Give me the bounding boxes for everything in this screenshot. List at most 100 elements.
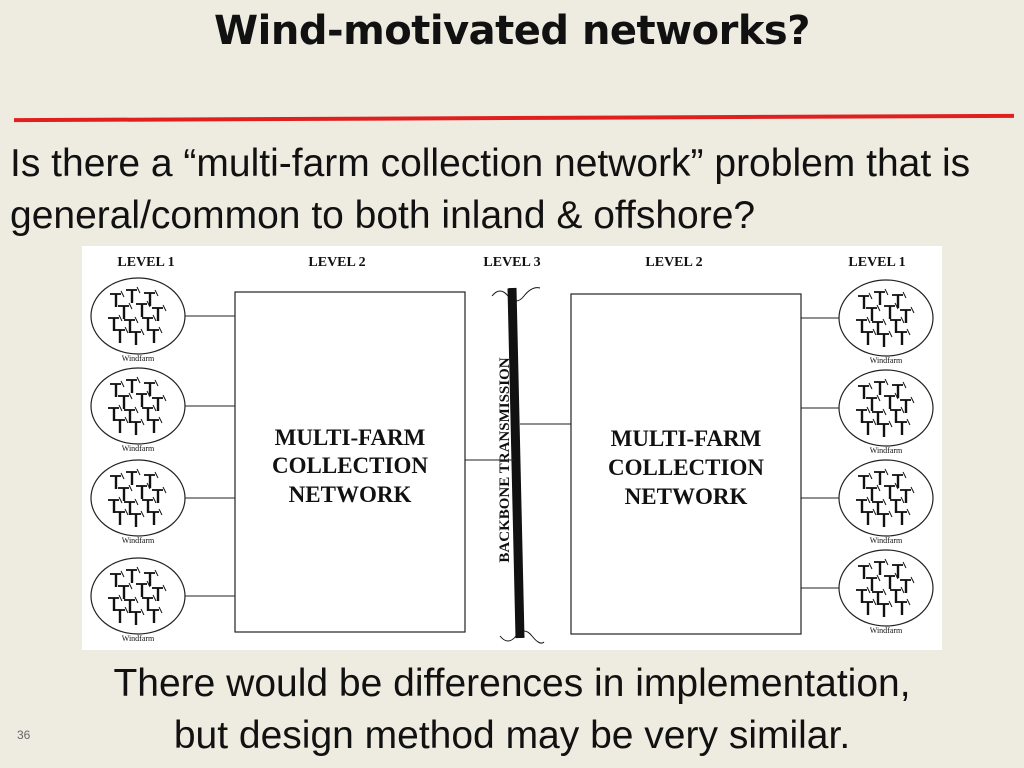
wind-turbine-icon [856,406,871,423]
wind-turbine-icon [118,484,133,501]
wind-turbine-icon [136,300,151,317]
wind-turbine-icon [144,471,159,488]
windfarm-circle [90,459,186,537]
conclusion-text: There would be differences in implementa… [0,658,1024,762]
wind-turbine-icon [110,472,125,489]
wind-turbine-icon [126,566,141,583]
wind-turbine-icon [866,574,881,591]
windfarm-label: Windfarm [870,626,903,635]
windfarm-circle [838,549,934,627]
wind-turbine-icon [862,508,877,525]
wind-turbine-icon [148,508,163,525]
wind-turbine-icon [892,381,907,398]
backbone-break-top [491,287,541,302]
wind-turbine-icon [124,316,139,333]
windfarm-label: Windfarm [122,634,155,643]
wind-turbine-icon [858,292,873,309]
wind-turbine-icon [874,558,889,575]
wind-turbine-icon [892,471,907,488]
wind-turbine-icon [878,600,893,617]
wind-turbine-icon [136,482,151,499]
level3-label: LEVEL 3 [483,255,540,270]
wind-turbine-icon [142,314,157,331]
left-collection-box [234,291,466,633]
wind-turbine-icon [878,420,893,437]
wind-turbine-icon [900,486,915,503]
wind-turbine-icon [892,291,907,308]
wind-turbine-icon [126,286,141,303]
wind-turbine-icon [862,598,877,615]
wind-turbine-icon [114,606,129,623]
wind-turbine-icon [878,330,893,347]
wind-turbine-icon [866,304,881,321]
wind-turbine-icon [152,584,167,601]
wind-turbine-icon [884,302,899,319]
wind-turbine-icon [148,606,163,623]
wind-turbine-icon [862,418,877,435]
wind-turbine-icon [866,484,881,501]
wind-turbine-icon [118,582,133,599]
windfarm-circle [838,279,934,357]
right-level2-label: LEVEL 2 [645,255,702,270]
wind-turbine-icon [148,416,163,433]
wind-turbine-icon [896,328,911,345]
wind-turbine-icon [110,570,125,587]
wind-turbine-icon [856,316,871,333]
wind-turbine-icon [130,418,145,435]
left-box-line3: NETWORK [289,482,412,507]
wind-turbine-icon [896,508,911,525]
wind-turbine-icon [856,496,871,513]
wind-turbine-icon [884,392,899,409]
wind-turbine-icon [118,392,133,409]
wind-turbine-icon [126,468,141,485]
windfarm-label: Windfarm [870,356,903,365]
wind-turbine-icon [896,418,911,435]
wind-turbine-icon [144,289,159,306]
windfarm-circle [838,459,934,537]
wind-turbine-icon [152,394,167,411]
wind-turbine-icon [874,378,889,395]
wind-turbine-icon [130,328,145,345]
wind-turbine-icon [114,326,129,343]
windfarm: Windfarm [801,369,934,455]
wind-turbine-icon [858,562,873,579]
wind-turbine-icon [142,594,157,611]
windfarm-circle [90,277,186,355]
wind-turbine-icon [136,580,151,597]
wind-turbine-icon [858,382,873,399]
windfarm-circle [838,369,934,447]
backbone-break-bottom [499,630,545,644]
windfarm-label: Windfarm [870,536,903,545]
wind-turbine-icon [144,569,159,586]
wind-turbine-icon [892,561,907,578]
wind-turbine-icon [872,498,887,515]
wind-turbine-icon [130,510,145,527]
right-level1-label: LEVEL 1 [848,255,905,270]
slide-title: Wind-motivated networks? [214,8,810,54]
left-level1-label: LEVEL 1 [117,255,174,270]
windfarm: Windfarm [90,277,235,363]
wind-turbine-icon [884,572,899,589]
left-level2-label: LEVEL 2 [308,255,365,270]
wind-turbine-icon [900,306,915,323]
wind-turbine-icon [878,510,893,527]
windfarm-label: Windfarm [122,354,155,363]
wind-turbine-icon [114,416,129,433]
wind-turbine-icon [108,594,123,611]
wind-turbine-icon [110,380,125,397]
windfarm-circle [90,557,186,635]
wind-turbine-icon [872,408,887,425]
wind-turbine-icon [126,376,141,393]
wind-turbine-icon [152,304,167,321]
wind-turbine-icon [108,314,123,331]
windfarm: Windfarm [801,279,934,365]
wind-turbine-icon [896,598,911,615]
wind-turbine-icon [142,404,157,421]
right-box-line1: MULTI-FARM [611,426,762,451]
backbone-line [507,287,525,639]
wind-turbine-icon [144,379,159,396]
wind-turbine-icon [118,302,133,319]
